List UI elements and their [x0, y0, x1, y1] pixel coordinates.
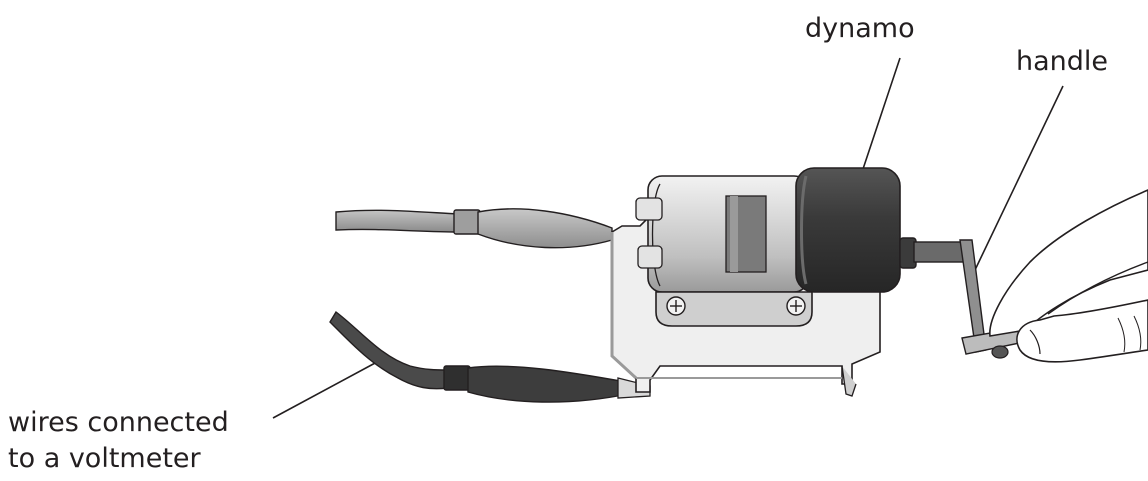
dynamo-shaft: [899, 237, 969, 269]
upper-wire: [335, 209, 481, 235]
wires-label-line-2: to a voltmeter: [8, 443, 201, 474]
upper-clip: [477, 208, 613, 249]
dynamo-leader-line: [857, 57, 901, 185]
lower-clip: [467, 365, 629, 403]
clamp-strap: [655, 291, 813, 327]
wires-leader-line: [272, 361, 378, 419]
wires-label-line-1: wires connected: [8, 407, 229, 438]
dynamo-body: [635, 175, 809, 293]
handle-leader-line: [974, 85, 1064, 271]
hand: [989, 189, 1148, 363]
handle-label: handle: [1016, 46, 1109, 77]
dynamo-end-cap: [795, 167, 901, 293]
lower-wire: [329, 310, 471, 391]
dynamo-label: dynamo: [805, 13, 915, 44]
